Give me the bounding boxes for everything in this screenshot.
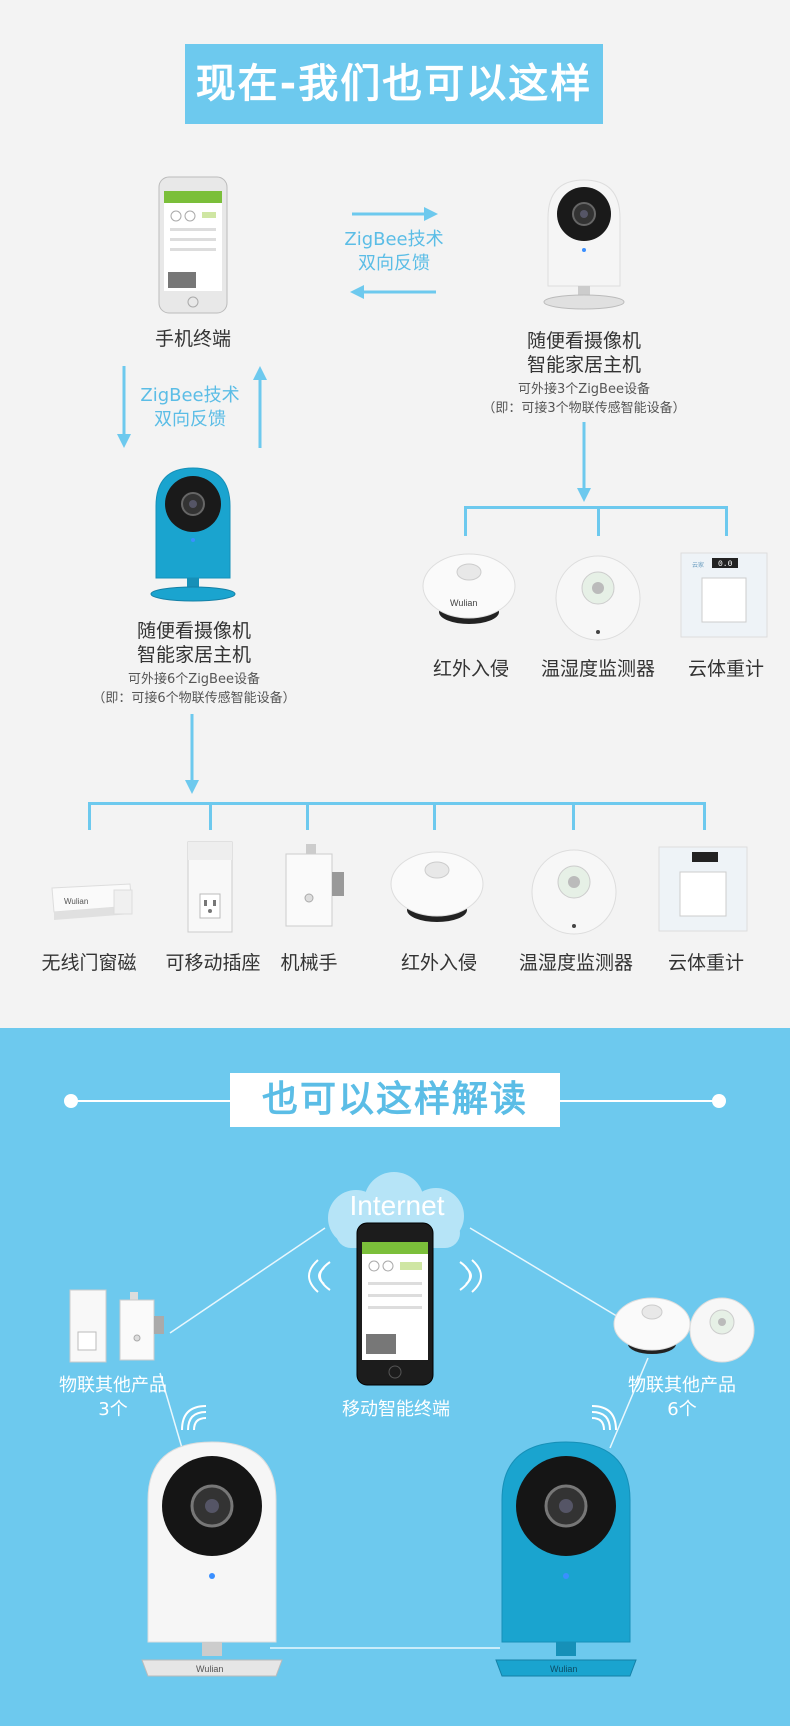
device6-label-temp: 温湿度监测器 (518, 952, 633, 974)
robot-arm-image (285, 844, 344, 927)
blue-camera-image (150, 467, 236, 602)
body-scale-image-2 (658, 846, 748, 932)
pir-sensor-image-2 (390, 851, 484, 922)
connection-lines (159, 1227, 649, 1649)
temp-humidity-sensor-image (555, 555, 641, 641)
mobile-terminal-image (356, 1222, 434, 1386)
device3-label-pir: 红外入侵 (432, 658, 509, 680)
smart-plug-image (187, 841, 233, 933)
internet-label: Internet (349, 1190, 445, 1221)
title-rule-dot-right (712, 1094, 726, 1108)
white-camera-image (543, 179, 625, 310)
temp-humidity-sensor-image-2 (531, 849, 617, 935)
zigbee-label-horizontal: ZigBee技术 双向反馈 (344, 229, 444, 274)
section-title: 也可以这样解读 (230, 1073, 560, 1127)
mobile-terminal-label: 移动智能终端 (342, 1399, 450, 1420)
branch-line-6 (88, 802, 706, 805)
wifi-waves-left-icon (308, 1259, 331, 1293)
right-products-label: 物联其他产品 6个 (628, 1375, 736, 1420)
device6-label-scale: 云体重计 (667, 952, 744, 974)
body-scale-image: 0.0 云家 (680, 552, 768, 638)
device6-label-plug: 可移动插座 (165, 952, 261, 974)
white-camera-label-2: 智能家居主机 (526, 354, 641, 376)
svg-text:Wulian: Wulian (450, 598, 477, 608)
right-products-image (613, 1297, 755, 1363)
svg-text:Wulian: Wulian (196, 1664, 223, 1674)
pir-sensor-image: Wulian (422, 553, 516, 624)
door-sensor-image: Wulian (51, 883, 133, 920)
bidirectional-arrows-vertical (117, 366, 267, 448)
device6-label-pir: 红外入侵 (400, 952, 477, 974)
big-blue-camera-image: Wulian (495, 1441, 637, 1677)
arrow-down-blue-cam (185, 714, 199, 794)
branch-line-3 (464, 506, 728, 509)
zigbee-label-vertical: ZigBee技术 双向反馈 (140, 385, 240, 430)
white-camera-capacity: 可外接3个ZigBee设备 (518, 382, 650, 397)
wifi-waves-blue-cam-icon (591, 1405, 617, 1431)
big-white-camera-image: Wulian (141, 1441, 283, 1677)
device3-label-temp: 温湿度监测器 (540, 658, 655, 680)
svg-text:云家: 云家 (692, 561, 704, 569)
title-rule-dot-left (64, 1094, 78, 1108)
phone-terminal-image (158, 176, 228, 314)
wifi-waves-white-cam-icon (181, 1405, 207, 1431)
device6-label-door: 无线门窗磁 (41, 952, 137, 974)
top-section (0, 0, 790, 1028)
wifi-waves-right-icon (459, 1259, 482, 1293)
svg-text:Wulian: Wulian (550, 1664, 577, 1674)
device3-label-scale: 云体重计 (687, 658, 764, 680)
white-camera-label-1: 随便看摄像机 (526, 330, 641, 352)
blue-camera-label-1: 随便看摄像机 (136, 620, 251, 642)
phone-terminal-label: 手机终端 (154, 328, 231, 350)
blue-camera-label-2: 智能家居主机 (136, 644, 251, 666)
device6-label-arm: 机械手 (280, 952, 338, 974)
svg-text:0.0: 0.0 (718, 560, 733, 569)
bidirectional-arrows-horizontal (350, 207, 438, 299)
left-products-image (69, 1289, 164, 1363)
page-title: 现在-我们也可以这样 (185, 44, 603, 124)
svg-text:Wulian: Wulian (64, 897, 88, 906)
white-camera-capacity-note: （即：可接3个物联传感智能设备） (482, 401, 686, 416)
arrow-down-white-cam (577, 422, 591, 502)
blue-camera-capacity: 可外接6个ZigBee设备 (128, 672, 260, 687)
blue-camera-capacity-note: （即：可接6个物联传感智能设备） (92, 691, 296, 706)
left-products-label: 物联其他产品 3个 (59, 1375, 167, 1420)
